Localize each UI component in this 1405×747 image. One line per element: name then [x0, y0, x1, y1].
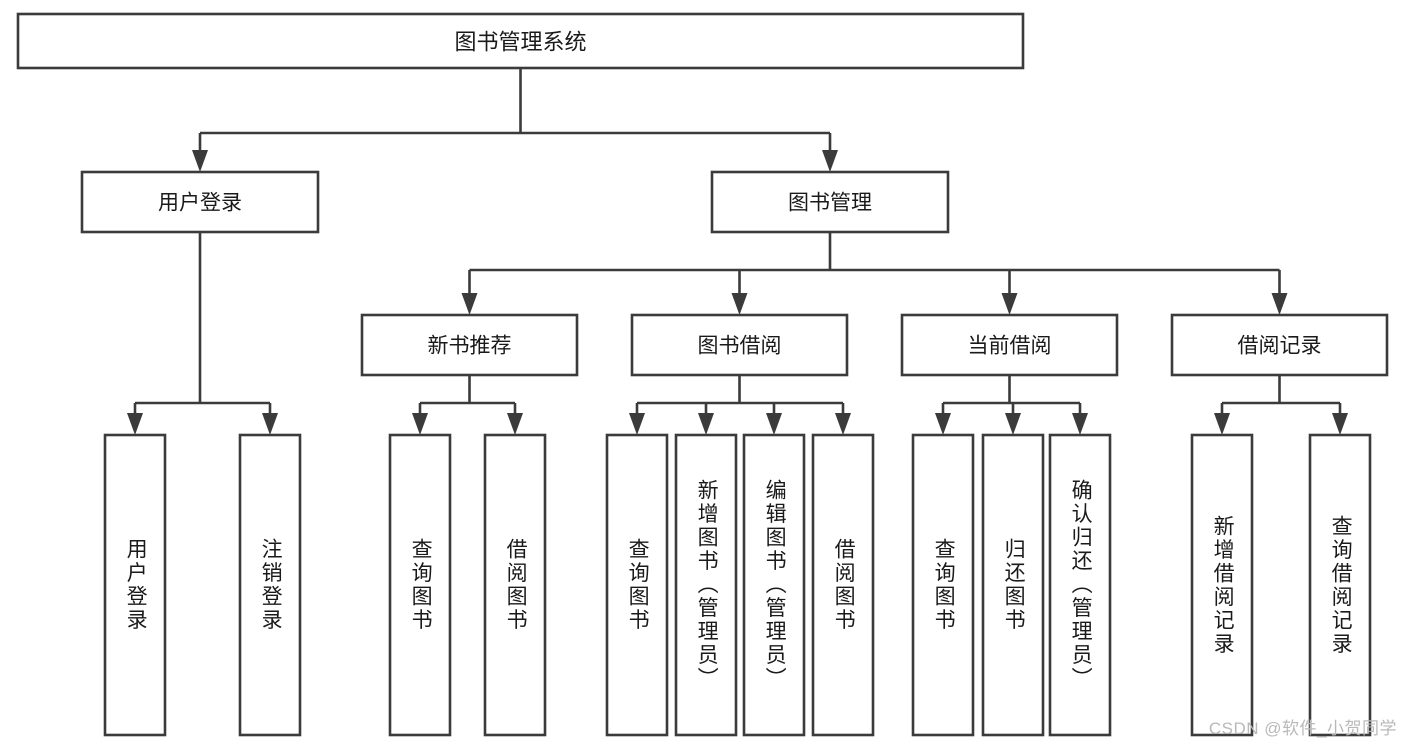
node-box-leaf-4[interactable] [605, 433, 669, 737]
node-box-leaf-9[interactable] [981, 433, 1045, 737]
arrow-head-mgmt-0 [461, 293, 478, 315]
node-box-level1-1[interactable] [710, 170, 950, 234]
node-label-level1-1: 图书管理 [788, 192, 872, 215]
arrow-head-borrow-3 [835, 413, 851, 435]
node-box-layer [16, 12, 1389, 737]
node-label-level2-0: 新书推荐 [428, 335, 512, 358]
node-label-level2-1: 图书借阅 [698, 335, 782, 358]
node-label-level2-2: 当前借阅 [968, 335, 1052, 358]
node-box-leaf-2[interactable] [388, 433, 452, 737]
node-box-leaf-6[interactable] [742, 433, 806, 737]
arrow-head-current-0 [935, 413, 951, 435]
node-box-level2-1[interactable] [630, 313, 849, 377]
node-box-leaf-0[interactable] [103, 433, 167, 737]
arrow-head-root-0 [192, 150, 208, 172]
arrow-head-mgmt-1 [731, 293, 748, 315]
node-box-leaf-11[interactable] [1190, 433, 1254, 737]
node-box-leaf-1[interactable] [238, 433, 302, 737]
node-box-root[interactable] [16, 12, 1025, 70]
node-box-level2-3[interactable] [1170, 313, 1389, 377]
node-label-level1-0: 用户登录 [158, 192, 242, 215]
arrow-head-newbook-1 [507, 413, 523, 435]
arrow-head-mgmt-3 [1271, 293, 1288, 315]
node-box-level2-2[interactable] [900, 313, 1119, 377]
arrow-head-newbook-0 [412, 413, 428, 435]
arrow-head-record-0 [1214, 413, 1230, 435]
node-label-level2-3: 借阅记录 [1238, 335, 1322, 358]
connector-layer [127, 68, 1348, 435]
node-box-leaf-12[interactable] [1308, 433, 1372, 737]
arrow-head-current-2 [1072, 413, 1088, 435]
node-box-level1-0[interactable] [80, 170, 320, 234]
arrow-head-current-1 [1005, 413, 1021, 435]
arrow-head-login-0 [127, 413, 143, 435]
arrow-head-login-1 [262, 413, 278, 435]
arrow-head-borrow-1 [698, 413, 714, 435]
arrow-head-record-1 [1332, 413, 1348, 435]
node-box-leaf-10[interactable] [1048, 433, 1112, 737]
arrow-head-borrow-2 [766, 413, 782, 435]
node-label-root: 图书管理系统 [454, 30, 586, 55]
node-box-leaf-5[interactable] [674, 433, 738, 737]
watermark-text: CSDN @软件_小贺同学 [1208, 719, 1397, 738]
node-box-level2-0[interactable] [360, 313, 579, 377]
arrow-head-borrow-0 [629, 413, 645, 435]
arrow-head-root-1 [822, 150, 838, 172]
node-box-leaf-8[interactable] [911, 433, 975, 737]
node-box-leaf-3[interactable] [483, 433, 547, 737]
node-box-leaf-7[interactable] [811, 433, 875, 737]
arrow-head-mgmt-2 [1001, 293, 1018, 315]
